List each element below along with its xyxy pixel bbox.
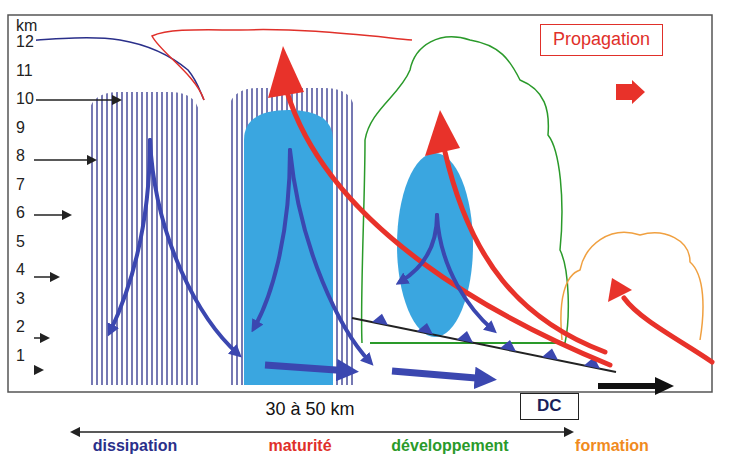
axis-tick: 8 [14, 147, 27, 165]
formation-outline [561, 232, 703, 340]
dc-box: DC [520, 393, 579, 420]
stage-label: formation [573, 437, 651, 455]
development-outline [362, 37, 569, 343]
updraft-arrows [287, 92, 712, 365]
axis-tick: 11 [14, 62, 35, 80]
scale-label: 30 à 50 km [263, 400, 356, 420]
maturity-outline [152, 30, 412, 100]
axis-tick: 4 [14, 261, 27, 279]
axis-tick: 7 [14, 176, 27, 194]
dissipation-rain [88, 92, 200, 385]
axis-tick: 6 [14, 204, 27, 222]
outflow-head [655, 377, 674, 395]
maturity-rain [228, 88, 355, 385]
axis-tick: 12 [14, 33, 36, 51]
outflow-arrow [598, 383, 658, 389]
axis-unit: km [14, 17, 39, 35]
outflow-arrows [265, 365, 488, 379]
axis-tick: 9 [14, 119, 27, 137]
propagation-box: Propagation [540, 24, 663, 56]
downdraft-arrows [110, 140, 493, 362]
box-text: Propagation [553, 30, 650, 50]
gust-front [352, 318, 616, 372]
axis-tick: 1 [14, 347, 27, 365]
stage-label: maturité [266, 437, 333, 455]
development-core [397, 153, 473, 337]
frame [8, 15, 712, 392]
wind-arrows [34, 100, 120, 370]
updraft-heads [268, 46, 645, 302]
scale-arrow [72, 431, 572, 433]
dissipation-outline [14, 38, 204, 100]
axis-tick: 10 [14, 90, 36, 108]
stage-label: développement [389, 437, 510, 455]
axis-tick: 5 [14, 233, 27, 251]
axis-tick: 3 [14, 290, 27, 308]
stage-label: dissipation [91, 437, 179, 455]
axis-tick: 2 [14, 318, 27, 336]
box-text: DC [537, 397, 562, 416]
